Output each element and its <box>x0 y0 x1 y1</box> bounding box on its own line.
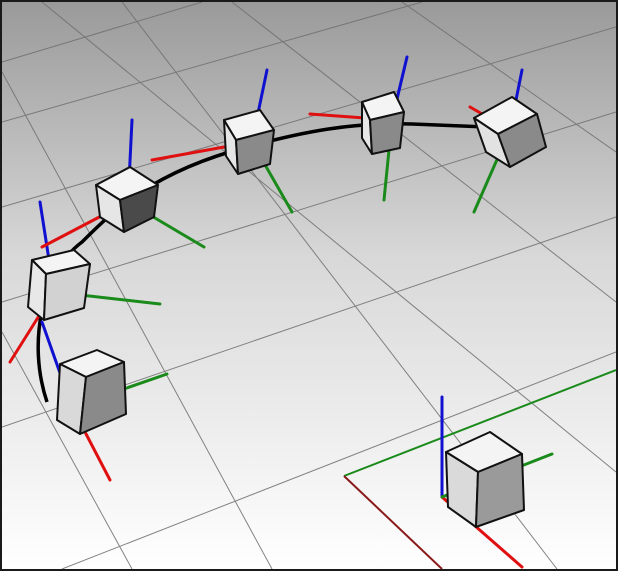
cube-icon[interactable] <box>473 96 547 168</box>
cube-icon[interactable] <box>223 109 275 175</box>
cube-icon[interactable] <box>56 349 127 435</box>
cube-icon[interactable] <box>361 91 405 155</box>
cube-icon[interactable] <box>27 249 91 321</box>
cube-icon[interactable] <box>445 431 525 528</box>
cube-icon[interactable] <box>95 166 159 233</box>
world-axes <box>343 369 616 569</box>
